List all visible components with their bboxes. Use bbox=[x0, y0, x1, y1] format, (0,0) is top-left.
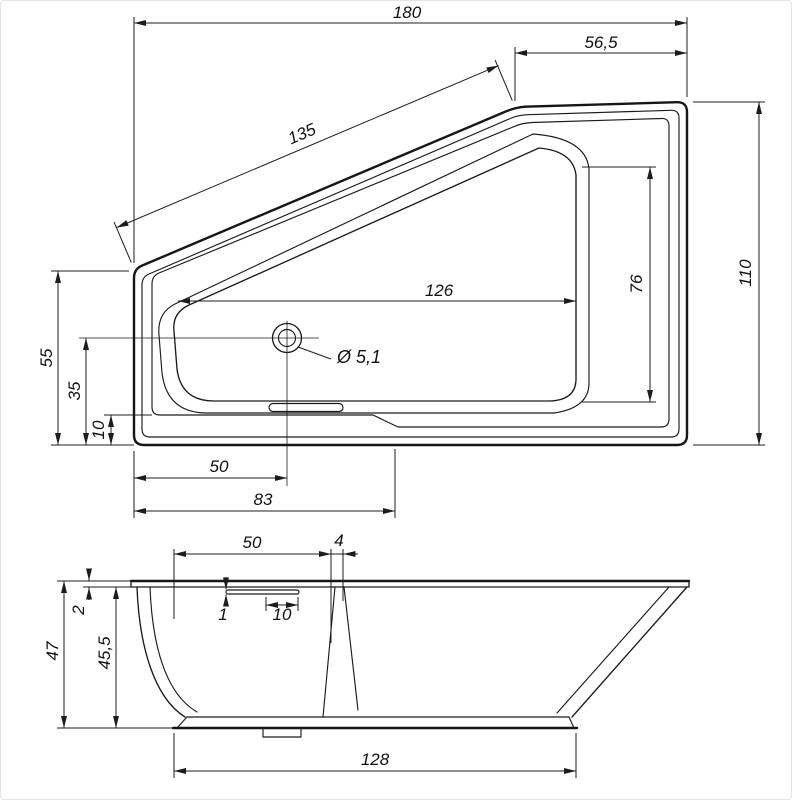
dim-total-height: 47 bbox=[43, 581, 173, 729]
tub-outer-outline bbox=[132, 100, 689, 447]
drain-diameter-callout: Ø 5,1 bbox=[297, 346, 381, 367]
dimension-line bbox=[116, 65, 499, 229]
overflow-slot-side bbox=[225, 589, 300, 595]
dim-label-rim-thickness: 2 bbox=[69, 605, 88, 616]
dim-inner-height: 45,5 bbox=[95, 587, 119, 728]
base-left-join bbox=[176, 716, 188, 729]
dim-label-head-end-width: 56,5 bbox=[584, 33, 618, 52]
dim-foot-section: 83 bbox=[134, 449, 396, 518]
dim-label-inner-height: 45,5 bbox=[95, 636, 114, 670]
dim-label-inner-depth: 76 bbox=[627, 274, 646, 293]
dim-rim-to-step: 50 bbox=[173, 533, 332, 643]
dim-label-inner-length: 126 bbox=[425, 281, 454, 300]
extension-line bbox=[113, 221, 132, 263]
tub-wall-contour bbox=[158, 133, 590, 414]
dim-label-overflow-gap: 1 bbox=[218, 605, 227, 624]
dim-head-end-width: 56,5 bbox=[514, 33, 687, 101]
top-view: 180 56,5 135 110 76 bbox=[37, 3, 765, 518]
dim-foot-rim: 10 bbox=[89, 414, 152, 445]
right-wall-inner bbox=[556, 586, 670, 714]
dim-label-overflow-width: 10 bbox=[273, 605, 292, 624]
dim-label-drain-diameter: Ø 5,1 bbox=[336, 347, 381, 367]
dim-label-overall-width: 180 bbox=[393, 3, 422, 22]
dim-step-width: 4 bbox=[331, 531, 358, 601]
tub-basin-outline bbox=[173, 147, 577, 402]
dim-label-overall-depth: 110 bbox=[736, 259, 755, 287]
leader-line bbox=[297, 346, 332, 360]
tub-rim-contour-2 bbox=[151, 117, 670, 428]
dim-base-length: 128 bbox=[173, 733, 577, 778]
dim-label-base-length: 128 bbox=[361, 750, 390, 769]
dim-inner-length: 126 bbox=[178, 281, 576, 304]
dim-label-total-height: 47 bbox=[43, 641, 62, 660]
dim-rim-thickness: 2 bbox=[57, 568, 131, 616]
left-wall-outer bbox=[136, 586, 186, 718]
dim-drain-offset: 35 bbox=[65, 338, 89, 445]
dim-overflow-width: 10 bbox=[265, 597, 299, 624]
tub-rim-contour-1 bbox=[141, 109, 680, 438]
dim-slant-length: 135 bbox=[113, 59, 513, 263]
inner-step-line-1 bbox=[322, 586, 336, 718]
dim-label-foot-rim: 10 bbox=[89, 420, 108, 439]
inner-step-line-2 bbox=[343, 586, 359, 711]
left-wall-inner bbox=[149, 586, 198, 713]
dim-left-total: 55 bbox=[37, 270, 134, 446]
dim-label-drain-from-left: 50 bbox=[210, 457, 229, 476]
base-right-join bbox=[568, 716, 575, 729]
dim-drain-from-left: 50 bbox=[133, 451, 287, 518]
dim-label-left-total: 55 bbox=[37, 348, 56, 367]
dim-label-step-width: 4 bbox=[334, 531, 343, 550]
dim-label-drain-offset: 35 bbox=[65, 381, 84, 400]
dim-overflow-gap: 1 bbox=[218, 577, 229, 624]
overflow-slot bbox=[268, 402, 344, 413]
right-wall-outer bbox=[571, 586, 688, 718]
side-view: 50 4 2 45,5 47 bbox=[43, 531, 691, 778]
dim-label-rim-to-step: 50 bbox=[243, 533, 262, 552]
drain-trap bbox=[262, 727, 302, 738]
dim-label-foot-section: 83 bbox=[254, 490, 273, 509]
dim-inner-depth: 76 bbox=[582, 166, 656, 403]
dim-overall-depth: 110 bbox=[693, 101, 765, 446]
